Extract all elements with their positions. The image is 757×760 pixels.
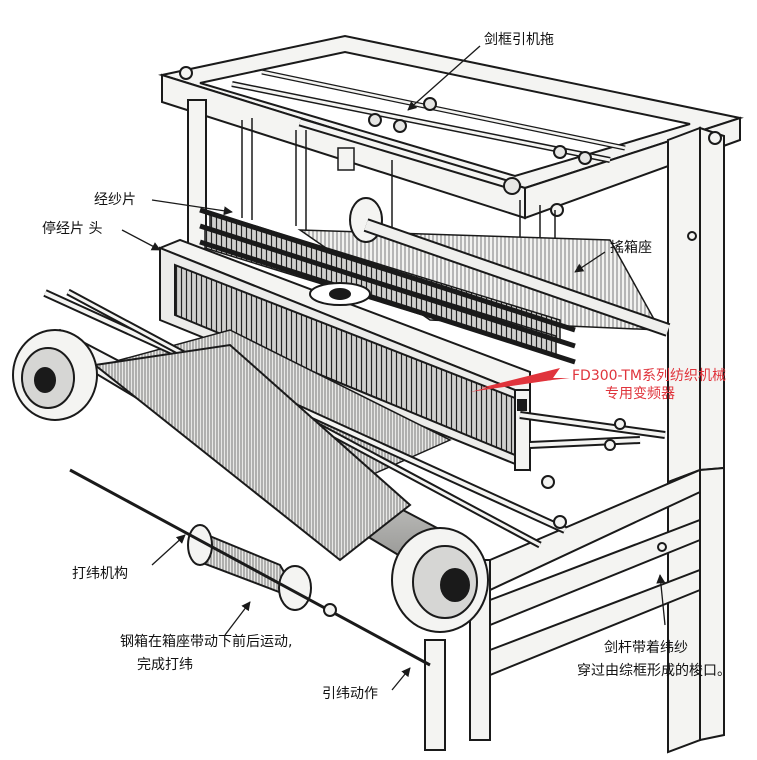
label-weft-insertion: 引纬动作	[322, 686, 378, 702]
warp-sheet-back	[297, 197, 671, 337]
rapier-rods-top	[231, 69, 626, 195]
label-reed-line1: 钢箱在箱座带动下前后运动,	[120, 634, 293, 650]
label-sley-seat: 搖箱座	[610, 240, 652, 256]
label-heddle: 经纱片	[94, 192, 136, 208]
label-rapier-line2: 穿过由综框形成的梭口。	[577, 663, 731, 679]
loom-frame	[158, 34, 744, 754]
label-inverter-line1: FD300-TM系列纺织机械	[572, 368, 726, 384]
label-inverter-line2: 专用变频器	[605, 386, 675, 402]
label-drop-wire: 停经片 头	[42, 221, 103, 237]
cloth-roll	[12, 328, 489, 633]
label-rapier-cam: 剑框引机拖	[484, 32, 554, 48]
label-rapier-line1: 剑杆带着纬纱	[604, 640, 688, 656]
small-bobbin	[69, 468, 431, 667]
heddle-frames	[199, 207, 576, 365]
label-beating-mechanism: 打纬机构	[72, 566, 128, 582]
label-reed-line2: 完成打纬	[137, 657, 193, 673]
leader-lines	[121, 45, 666, 691]
sley-beam	[157, 238, 531, 472]
inverter-highlight-arrow	[470, 368, 570, 392]
